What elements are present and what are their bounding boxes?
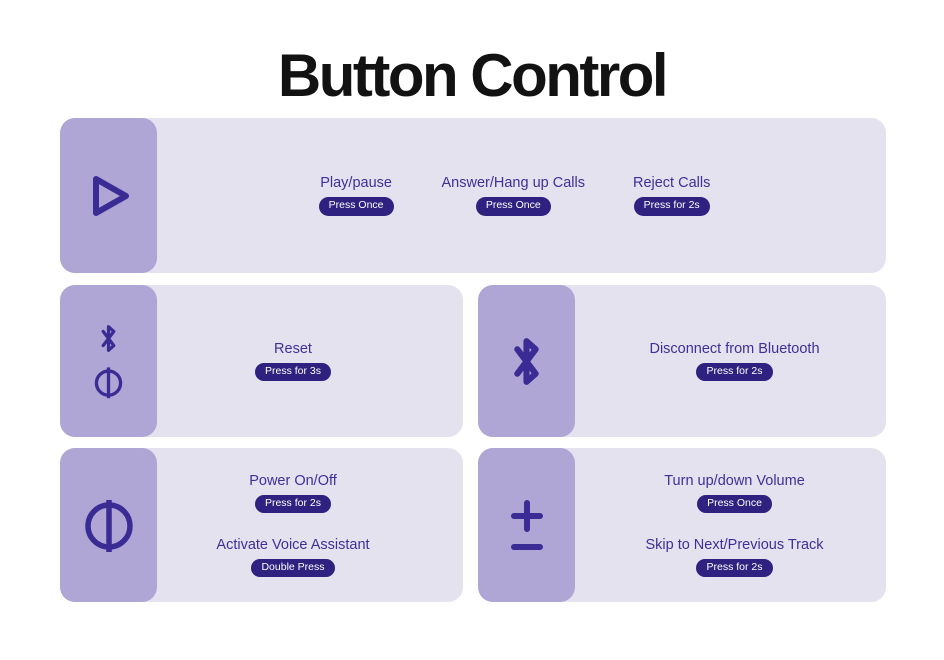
action-reset: Reset Press for 3s	[254, 340, 332, 382]
action-label: Reject Calls	[632, 175, 711, 192]
card-play: Play/pause Press Once Answer/Hang up Cal…	[60, 118, 886, 273]
bluetooth-icon	[514, 337, 539, 385]
action-voice-assistant: Activate Voice Assistant Double Press	[216, 537, 370, 578]
bluetooth-card-actions: Disconnect from Bluetooth Press for 2s	[575, 285, 886, 437]
plus-icon	[510, 500, 543, 532]
action-label: Disconnect from Bluetooth	[649, 340, 820, 357]
action-power-on-off: Power On/Off Press for 2s	[249, 473, 337, 513]
power-icon-tile	[60, 448, 157, 602]
press-badge: Press Once	[697, 494, 772, 513]
action-label: Activate Voice Assistant	[216, 537, 370, 553]
action-disconnect-bluetooth: Disconnect from Bluetooth Press for 2s	[649, 340, 820, 382]
action-label: Power On/Off	[249, 472, 337, 489]
action-answer-hangup: Answer/Hang up Calls Press Once	[441, 175, 585, 216]
minus-icon	[510, 544, 543, 550]
action-label: Answer/Hang up Calls	[441, 175, 585, 192]
power-card-actions: Power On/Off Press for 2s Activate Voice…	[157, 448, 463, 602]
bluetooth-icon	[101, 325, 116, 352]
card-volume: Turn up/down Volume Press Once Skip to N…	[478, 448, 886, 602]
page-title: Button Control	[277, 42, 669, 109]
card-reset: Reset Press for 3s	[60, 285, 463, 437]
action-label: Play/pause	[320, 175, 392, 192]
power-icon	[84, 500, 133, 552]
play-card-actions: Play/pause Press Once Answer/Hang up Cal…	[157, 118, 886, 273]
press-badge: Press Once	[475, 197, 551, 216]
volume-card-actions: Turn up/down Volume Press Once Skip to N…	[575, 448, 886, 602]
play-icon-tile	[60, 118, 157, 273]
reset-icon-tile	[60, 285, 157, 437]
press-badge: Press for 2s	[696, 559, 773, 578]
press-badge: Press for 2s	[696, 362, 773, 382]
press-badge: Press for 3s	[254, 362, 332, 382]
volume-icon-tile	[478, 448, 575, 602]
press-badge: Press for 2s	[254, 494, 331, 513]
action-reject-calls: Reject Calls Press for 2s	[632, 175, 711, 216]
action-skip-track: Skip to Next/Previous Track Press for 2s	[645, 537, 824, 578]
action-volume-up-down: Turn up/down Volume Press Once	[664, 473, 805, 513]
reset-card-actions: Reset Press for 3s	[157, 285, 463, 437]
bluetooth-icon-tile	[478, 285, 575, 437]
action-play-pause: Play/pause Press Once	[318, 175, 394, 216]
action-label: Reset	[274, 340, 312, 357]
press-badge: Double Press	[251, 559, 335, 578]
power-icon	[94, 367, 123, 399]
card-power: Power On/Off Press for 2s Activate Voice…	[60, 448, 463, 602]
card-bluetooth: Disconnect from Bluetooth Press for 2s	[478, 285, 886, 437]
press-badge: Press Once	[318, 197, 394, 216]
action-label: Skip to Next/Previous Track	[645, 537, 824, 553]
action-label: Turn up/down Volume	[664, 472, 805, 489]
play-icon	[92, 175, 129, 216]
press-badge: Press for 2s	[633, 197, 710, 216]
